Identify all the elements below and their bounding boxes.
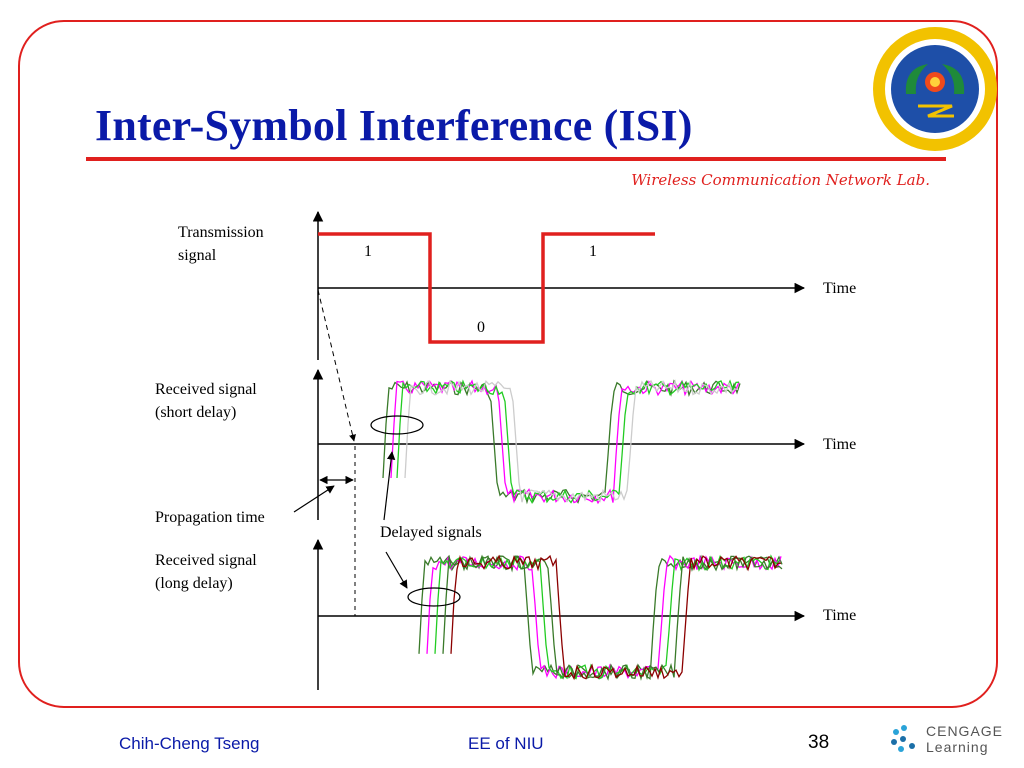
delayed-pointer-long — [385, 551, 408, 589]
long-trace-1 — [418, 554, 783, 681]
short-trace-4 — [404, 379, 739, 503]
delayed-signals-label: Delayed signals — [380, 524, 482, 541]
footer-author: Chih-Cheng Tseng — [119, 734, 260, 753]
bit-label-0: 0 — [477, 319, 485, 336]
long-trace-3 — [434, 554, 781, 680]
delayed-pointer-short — [383, 451, 396, 521]
received-long-label-line1: Received signal — [155, 552, 257, 569]
short-trace-2 — [390, 379, 740, 505]
propagation-dashed-diagonal — [317, 289, 356, 442]
transmission-label-line2: signal — [178, 247, 217, 264]
cengage-learning-logo: CENGAGE Learning — [888, 722, 1018, 758]
long-trace-2 — [426, 554, 782, 680]
time-label-short: Time — [823, 436, 857, 453]
short-trace-1 — [382, 379, 741, 505]
lab-name: Wireless Communication Network Lab. — [631, 171, 930, 189]
time-label-long: Time — [823, 607, 857, 624]
long-delay-ellipse — [407, 587, 461, 607]
short-trace-3 — [396, 379, 740, 505]
long-trace-4 — [442, 554, 783, 681]
transmission-label-line1: Transmission — [178, 224, 264, 241]
long-trace-5 — [450, 554, 782, 681]
received-long-label-line2: (long delay) — [155, 575, 233, 592]
title-underline — [86, 157, 946, 161]
received-long-waveforms — [418, 554, 783, 681]
university-seal-logo — [873, 27, 997, 151]
received-short-label-line1: Received signal — [155, 381, 257, 398]
transmission-waveform — [318, 232, 655, 344]
cengage-word: CENGAGE — [926, 723, 1004, 739]
footer-department: EE of NIU — [468, 734, 544, 753]
page-number: 38 — [808, 732, 830, 753]
learning-word: Learning — [926, 739, 989, 755]
propagation-time-label: Propagation time — [155, 509, 265, 526]
time-label-tx: Time — [823, 280, 857, 297]
cengage-mark-icon — [891, 725, 915, 752]
received-short-label-line2: (short delay) — [155, 404, 237, 421]
bit-label-1b: 1 — [589, 243, 597, 260]
bit-label-1: 1 — [364, 243, 372, 260]
slide-frame — [18, 20, 998, 708]
received-short-waveforms — [382, 379, 741, 505]
cengage-wordmark: CENGAGE Learning — [926, 723, 1003, 755]
propagation-label-pointer — [293, 485, 335, 513]
short-delay-ellipse — [370, 415, 424, 435]
slide-title: Inter-Symbol Interference (ISI) — [95, 101, 693, 150]
